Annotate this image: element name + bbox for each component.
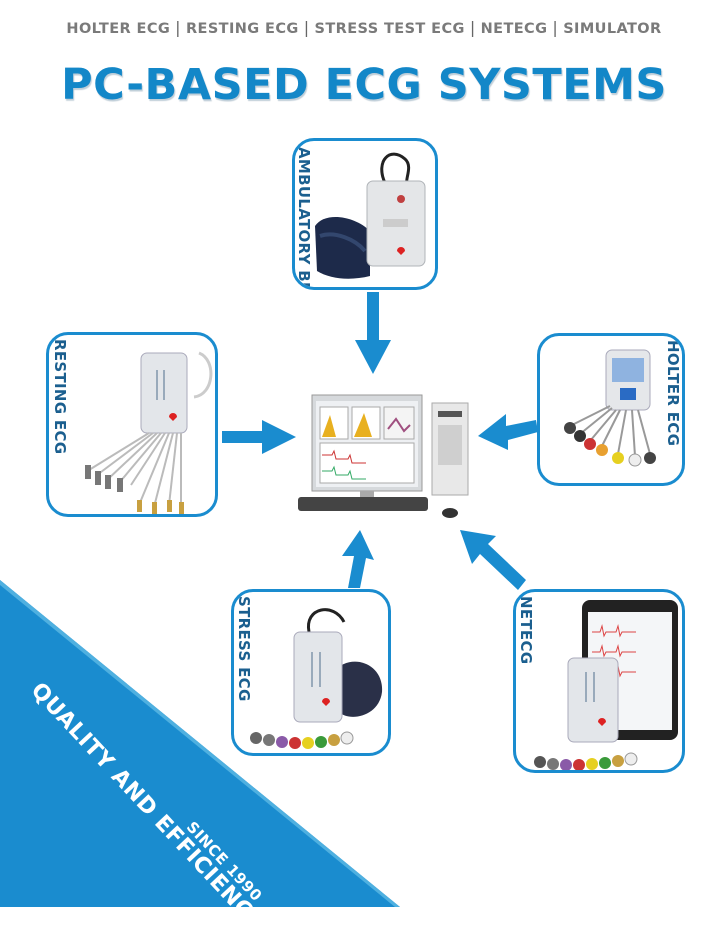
- card-ambulatory-bp[interactable]: AMBULATORY BP: [292, 138, 438, 290]
- card-label: AMBULATORY BP: [295, 147, 313, 290]
- card-stress-ecg[interactable]: STRESS ECG: [231, 589, 391, 756]
- nav-separator: |: [469, 18, 476, 37]
- nav-item-netecg[interactable]: NETECG: [480, 21, 548, 37]
- arrow-up-left-icon: [460, 530, 526, 590]
- netecg-tablet-image: [534, 600, 678, 770]
- nav-separator: |: [303, 18, 310, 37]
- nav-item-resting-ecg[interactable]: RESTING ECG: [185, 21, 299, 37]
- nav-separator: |: [175, 18, 181, 37]
- card-holter-ecg[interactable]: HOLTER ECG: [537, 333, 685, 486]
- arrow-up-icon: [342, 530, 374, 588]
- card-resting-ecg[interactable]: RESTING ECG: [46, 332, 218, 517]
- nav-item-holter-ecg[interactable]: HOLTER ECG: [66, 21, 171, 37]
- resting-ecg-device-image: [85, 351, 213, 514]
- arrow-down-icon: [355, 292, 391, 374]
- arrow-left-icon: [478, 414, 538, 450]
- card-label: STRESS ECG: [235, 596, 253, 702]
- bp-monitor-image: [315, 152, 426, 279]
- top-nav: HOLTER ECG|RESTING ECG|STRESS TEST ECG|N…: [0, 18, 728, 37]
- page-title: PC-BASED ECG SYSTEMS: [61, 60, 667, 110]
- nav-separator: |: [552, 18, 559, 37]
- slogan-banner: [0, 580, 400, 907]
- nav-item-simulator[interactable]: SIMULATOR: [563, 21, 662, 37]
- card-label: HOLTER ECG: [664, 340, 682, 447]
- nav-item-stress-test-ecg[interactable]: STRESS TEST ECG: [314, 21, 465, 37]
- stress-ecg-device-image: [250, 608, 383, 749]
- card-netecg[interactable]: NETECG: [513, 589, 685, 773]
- arrow-right-icon: [222, 420, 296, 454]
- card-label: NETECG: [517, 596, 535, 665]
- holter-device-image: [564, 349, 656, 467]
- pc-workstation-image: [298, 394, 469, 518]
- card-label: RESTING ECG: [51, 339, 69, 455]
